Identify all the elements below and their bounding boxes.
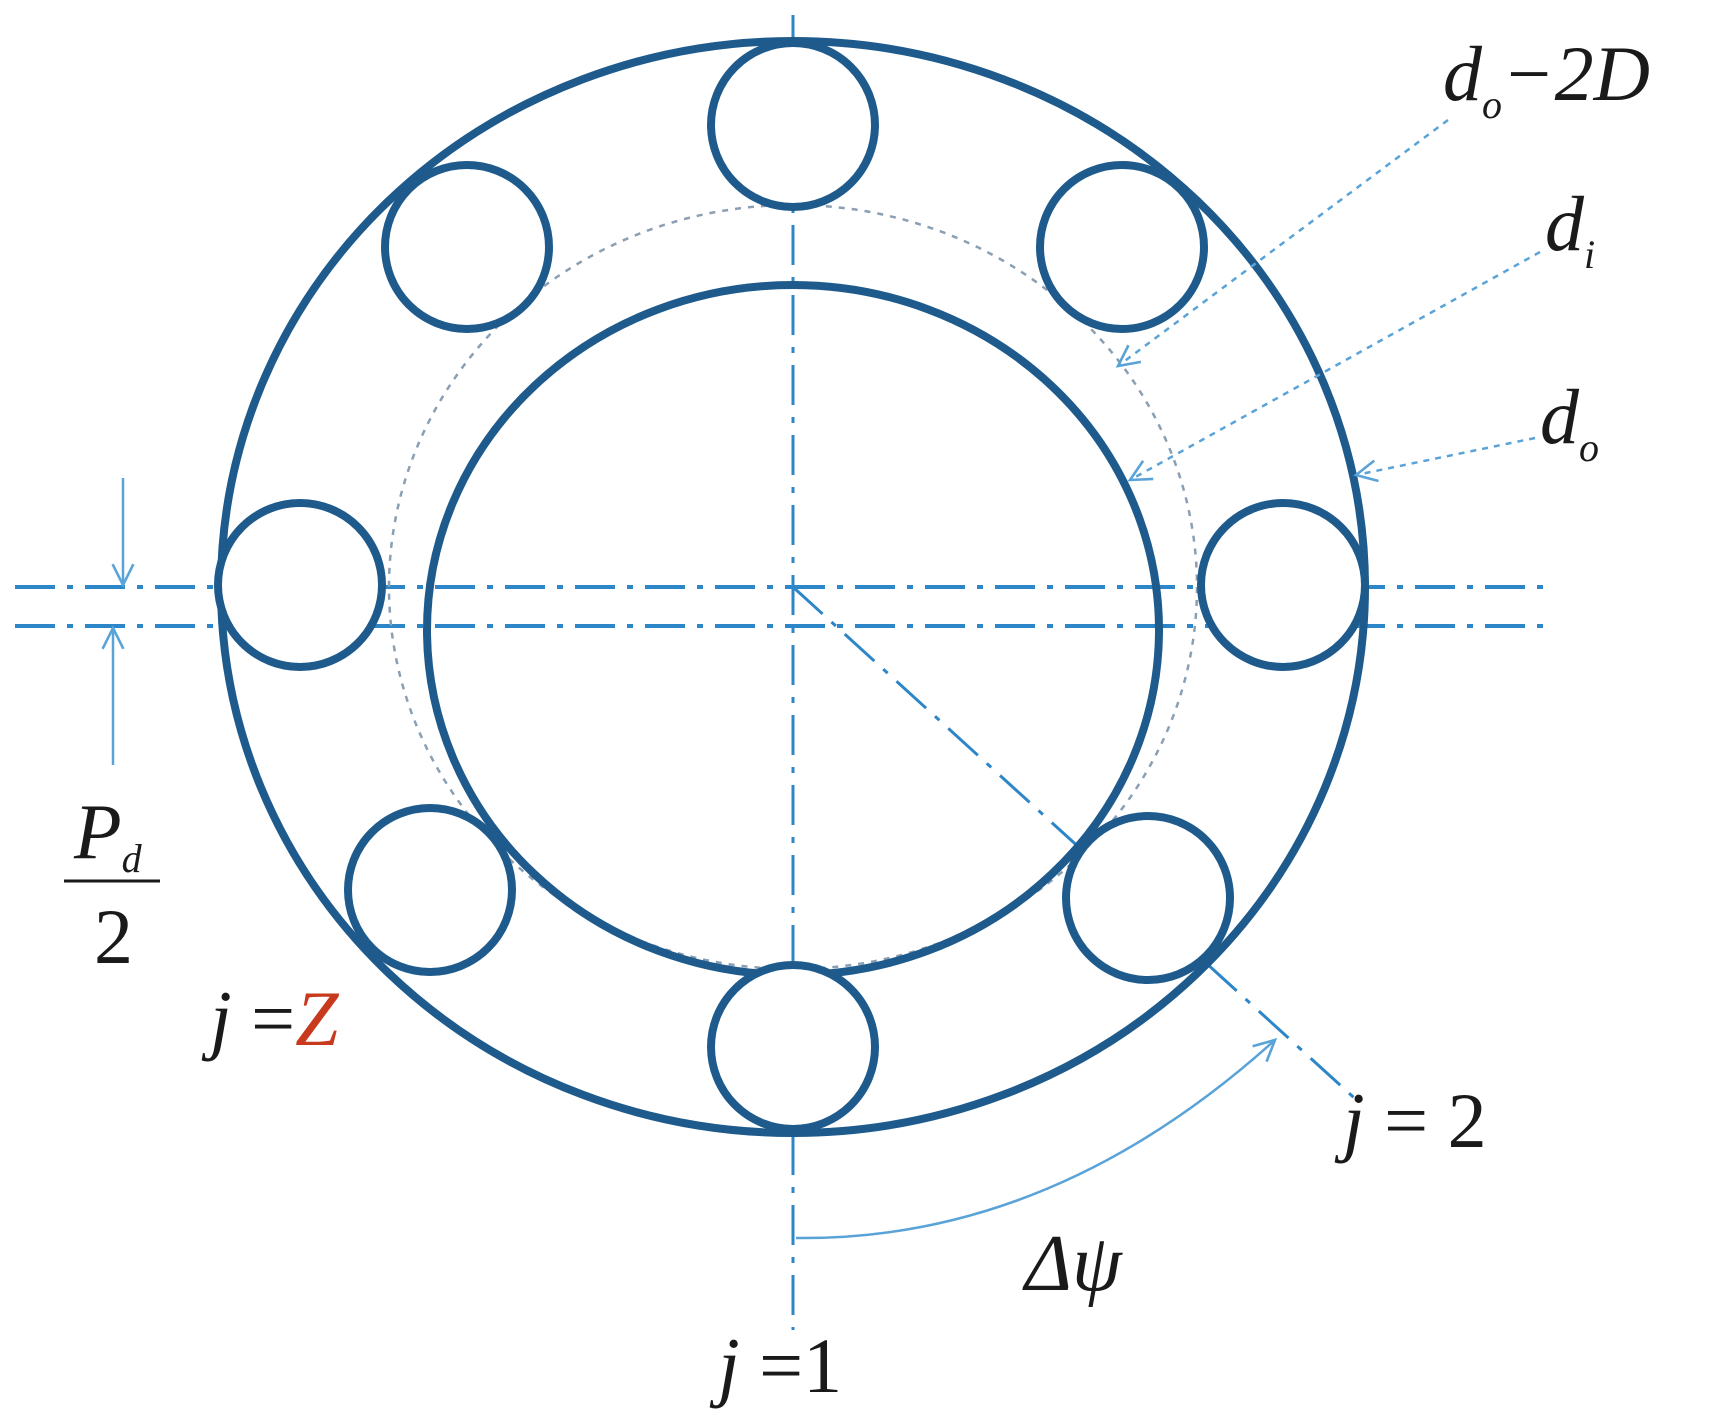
label-j-2: j = 2 xyxy=(1334,1077,1487,1164)
label-do-minus-2D: do−2D xyxy=(1443,30,1650,127)
ball-right xyxy=(1197,499,1369,671)
label-di: di xyxy=(1545,180,1595,277)
ball-top-left xyxy=(381,161,553,333)
label-do: do xyxy=(1540,373,1599,470)
label-j-1: j =1 xyxy=(709,1322,842,1409)
label-delta-psi: Δψ xyxy=(1022,1220,1123,1308)
ball-top xyxy=(707,39,879,211)
ball-left xyxy=(214,499,386,671)
label-j-Z: j =Z xyxy=(201,975,340,1062)
label-pd-denominator: 2 xyxy=(94,893,133,980)
leader-do-minus-2D xyxy=(1118,118,1449,366)
ball-top-right xyxy=(1036,161,1208,333)
rolling-elements xyxy=(214,39,1369,1133)
ball-bottom-right xyxy=(1062,812,1234,984)
delta-psi-arc xyxy=(795,1040,1275,1240)
leader-do xyxy=(1356,436,1536,475)
label-pd-numerator: Pd xyxy=(73,788,143,881)
ball-bottom xyxy=(707,961,879,1133)
ball-bottom-left xyxy=(344,804,516,976)
